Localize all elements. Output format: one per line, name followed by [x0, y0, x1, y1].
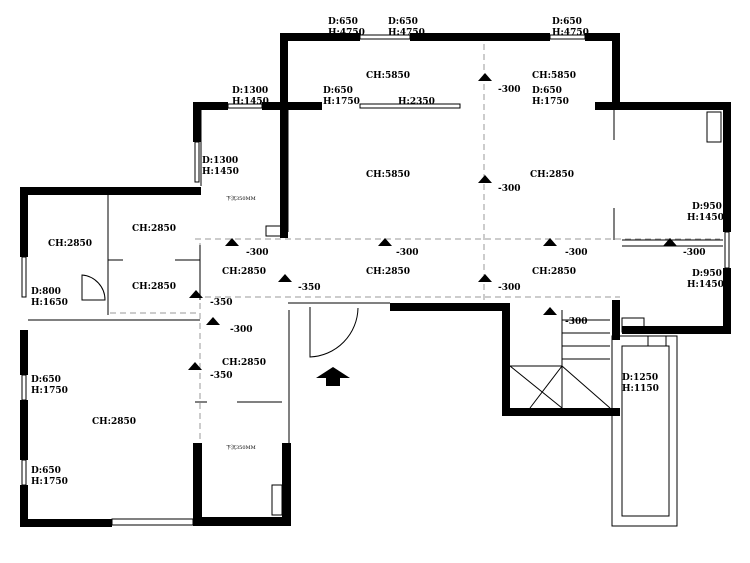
opening-h: H:4750 [388, 28, 425, 38]
opening-h: H:2350 [398, 97, 435, 107]
level-markers [188, 73, 677, 370]
level-value: -300 [498, 184, 521, 194]
level-value: -350 [298, 283, 321, 293]
level-value: -300 [246, 248, 269, 258]
ceiling-label: CH:5850 [366, 71, 410, 81]
drop-note: 下沉350MM [226, 444, 256, 451]
ceiling-label: CH:5850 [366, 170, 410, 180]
opening-d: D:950 [692, 202, 722, 212]
opening-d: D:650 [552, 17, 582, 27]
opening-h: H:1450 [202, 167, 239, 177]
opening-h: H:1750 [31, 477, 68, 487]
level-value: -300 [565, 248, 588, 258]
opening-h: H:4750 [552, 28, 589, 38]
level-value: -300 [396, 248, 419, 258]
partitions [21, 34, 730, 527]
ceiling-label: CH:2850 [132, 224, 176, 234]
opening-d: D:650 [31, 466, 61, 476]
drop-note: 下沉350MM [226, 195, 256, 202]
ceiling-label: CH:2850 [366, 267, 410, 277]
ceiling-label: CH:2850 [532, 267, 576, 277]
opening-d: D:1250 [622, 373, 658, 383]
opening-d: D:1300 [202, 156, 238, 166]
ceiling-label: CH:5850 [532, 71, 576, 81]
ceiling-label: CH:2850 [48, 239, 92, 249]
opening-h: H:1750 [532, 97, 569, 107]
opening-h: H:4750 [328, 28, 365, 38]
entrance-arrow-icon [316, 367, 350, 386]
level-value: -300 [683, 248, 706, 258]
level-value: -300 [498, 283, 521, 293]
opening-d: D:650 [532, 86, 562, 96]
opening-h: H:1150 [622, 384, 659, 394]
opening-d: D:800 [31, 287, 61, 297]
opening-d: D:650 [388, 17, 418, 27]
ceiling-label: CH:2850 [530, 170, 574, 180]
opening-h: H:1450 [232, 97, 269, 107]
walls [20, 33, 731, 527]
opening-h: H:1750 [31, 386, 68, 396]
ceiling-label: CH:2850 [222, 267, 266, 277]
opening-d: D:650 [31, 375, 61, 385]
level-value: -300 [230, 325, 253, 335]
opening-d: D:1300 [232, 86, 268, 96]
level-value: -300 [498, 85, 521, 95]
opening-d: D:650 [328, 17, 358, 27]
ceiling-label: CH:2850 [132, 282, 176, 292]
opening-d: D:950 [692, 269, 722, 279]
opening-h: H:1450 [687, 280, 724, 290]
ceiling-label: CH:2850 [222, 358, 266, 368]
level-value: -300 [565, 317, 588, 327]
opening-h: H:1450 [687, 213, 724, 223]
ceiling-label: CH:2850 [92, 417, 136, 427]
level-value: -350 [210, 298, 233, 308]
opening-d: D:650 [323, 86, 353, 96]
opening-h: H:1750 [323, 97, 360, 107]
level-value: -350 [210, 371, 233, 381]
opening-h: H:1650 [31, 298, 68, 308]
